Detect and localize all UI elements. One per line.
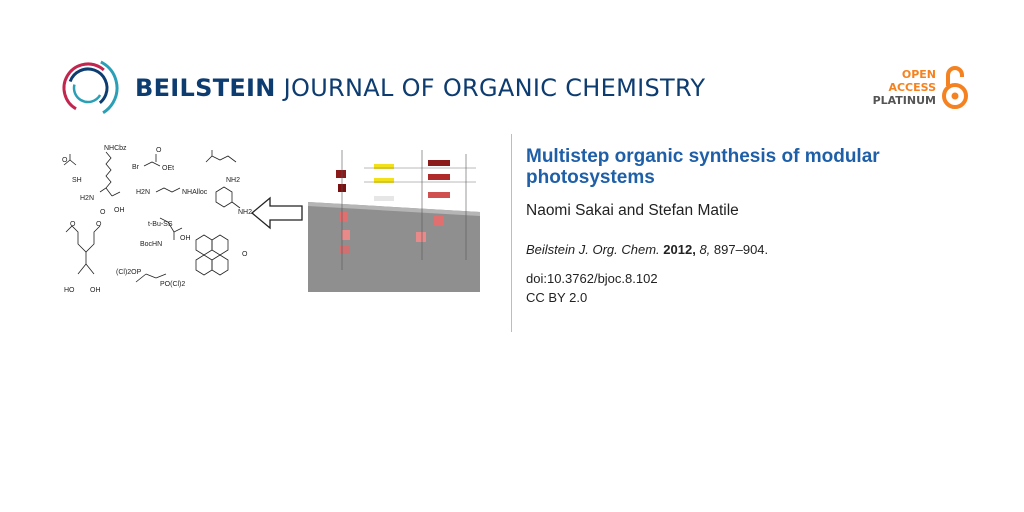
svg-text:NH2: NH2 [238,209,252,216]
open-access-lock-icon [942,66,968,109]
svg-text:SH: SH [72,177,82,184]
citation-volume: 8, [699,242,711,257]
svg-text:NH2: NH2 [226,177,240,184]
svg-text:H2N: H2N [136,189,150,196]
svg-text:O: O [96,221,102,228]
svg-text:OEt: OEt [162,165,174,172]
article-authors: Naomi Sakai and Stefan Matile [526,202,739,219]
article-citation: Beilstein J. Org. Chem. 2012, 8, 897–904… [526,242,986,257]
article-title: Multistep organic synthesis of modular p… [526,146,880,188]
citation-pages: 897–904. [713,242,769,257]
article-license[interactable]: CC BY 2.0 [526,290,588,305]
svg-text:O: O [100,209,106,216]
citation-year: 2012, [663,242,696,257]
svg-text:O: O [62,157,68,164]
svg-text:H2N: H2N [80,195,94,202]
svg-text:HO: HO [64,287,75,294]
citation-journal: Beilstein J. Org. Chem. [526,242,660,257]
beilstein-logo-icon [57,57,119,119]
hollow-arrow-icon [250,196,303,230]
article-doi[interactable]: doi:10.3762/bjoc.8.102 [526,271,658,286]
svg-text:OH: OH [180,235,191,242]
svg-text:O: O [70,221,76,228]
svg-text:(Cl)2OP: (Cl)2OP [116,269,142,276]
photosystem-surface [308,150,480,292]
journal-name-bold: BEILSTEIN [135,74,276,102]
article-info: Multistep organic synthesis of modular p… [526,146,986,305]
svg-text:OH: OH [90,287,101,294]
graphical-abstract: NHCbz O O SH Br OEt NH2 H2N H2N NHAlloc … [62,145,480,294]
svg-text:Br: Br [132,164,140,171]
journal-name-rest: JOURNAL OF ORGANIC CHEMISTRY [283,74,706,102]
photosystem-stack-left [336,150,350,270]
photosystem-stack-right [416,150,467,260]
oa-open: OPEN [901,68,936,81]
svg-text:NHCbz: NHCbz [104,145,127,152]
journal-header: BEILSTEIN JOURNAL OF ORGANIC CHEMISTRY O… [0,0,1024,130]
oa-platinum: PLATINUM [872,94,936,107]
photosystem-stack-middle [364,164,476,201]
vertical-divider [511,134,512,332]
svg-text:PO(Cl)2: PO(Cl)2 [160,281,185,288]
building-blocks [63,150,241,283]
open-access-label: OPEN ACCESS PLATINUM [873,68,936,107]
molecule-labels: NHCbz O O SH Br OEt NH2 H2N H2N NHAlloc … [62,145,252,294]
journal-title: BEILSTEIN JOURNAL OF ORGANIC CHEMISTRY [135,74,705,102]
svg-text:OH: OH [114,207,125,214]
svg-text:O: O [242,251,248,258]
svg-text:NHAlloc: NHAlloc [182,189,208,196]
svg-text:t-Bu-SS: t-Bu-SS [148,221,173,228]
svg-text:BocHN: BocHN [140,241,162,248]
oa-access: ACCESS [888,81,936,94]
svg-text:O: O [156,147,162,154]
